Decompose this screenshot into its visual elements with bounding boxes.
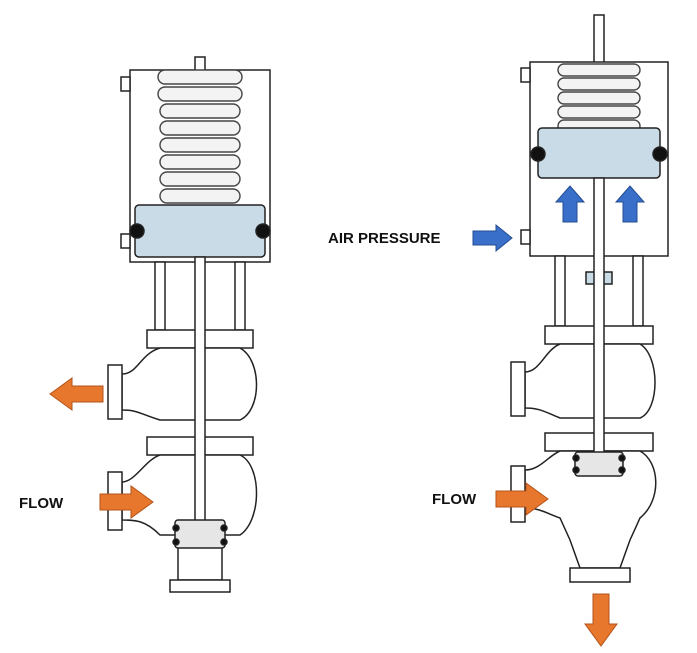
right-air-port-top — [520, 67, 531, 83]
left-air-port-bottom — [120, 233, 131, 249]
right-lift-arrow-right — [614, 185, 646, 223]
right-valve — [510, 14, 669, 583]
left-upper-body — [121, 347, 258, 421]
left-plug-seal-4 — [220, 538, 228, 546]
left-plug-seal-1 — [172, 524, 180, 532]
right-piston-seal-left — [530, 146, 546, 162]
left-valve-plug — [174, 519, 226, 549]
air-pressure-arrow — [472, 223, 513, 253]
right-lower-body — [524, 450, 657, 569]
left-piston-seal-right — [255, 223, 271, 239]
right-plug-seal-1 — [572, 454, 580, 462]
right-bottom-flange — [569, 567, 631, 583]
left-spring — [157, 69, 243, 204]
right-plug-seal-3 — [618, 454, 626, 462]
right-plug-seal-2 — [572, 466, 580, 474]
right-valve-plug — [574, 451, 624, 477]
right-stem-top — [593, 14, 605, 64]
left-inflow-arrow — [99, 485, 154, 519]
left-air-port-top — [120, 76, 131, 92]
right-lift-arrow-left — [554, 185, 586, 223]
right-upper-outlet-flange — [510, 361, 526, 417]
right-upper-body — [524, 343, 656, 419]
flow-label-left: FLOW — [19, 495, 64, 512]
left-piston-seal-left — [129, 223, 145, 239]
flow-label-right: FLOW — [432, 491, 477, 508]
left-plug-seal-3 — [220, 524, 228, 532]
right-inflow-arrow — [495, 482, 549, 516]
left-stem — [194, 256, 206, 523]
right-outflow-arrow — [584, 593, 618, 647]
left-stem-top — [194, 56, 206, 72]
right-piston-seal-right — [652, 146, 668, 162]
left-bottom-flange — [169, 579, 231, 593]
left-lower-body — [121, 454, 258, 536]
right-air-port-bottom — [520, 229, 531, 245]
left-yoke-leg-right — [234, 261, 246, 331]
left-piston — [134, 204, 266, 258]
right-yoke-leg-right — [632, 255, 644, 327]
right-piston — [537, 127, 661, 179]
air-pressure-label: AIR PRESSURE — [328, 230, 441, 247]
right-plug-seal-4 — [618, 466, 626, 474]
left-upper-outlet-flange — [107, 364, 123, 420]
left-plug-seal-2 — [172, 538, 180, 546]
left-outflow-arrow — [49, 377, 104, 411]
right-yoke-leg-left — [554, 255, 566, 327]
left-yoke-leg-left — [154, 261, 166, 331]
right-stem — [593, 177, 605, 457]
right-spring — [557, 63, 641, 133]
